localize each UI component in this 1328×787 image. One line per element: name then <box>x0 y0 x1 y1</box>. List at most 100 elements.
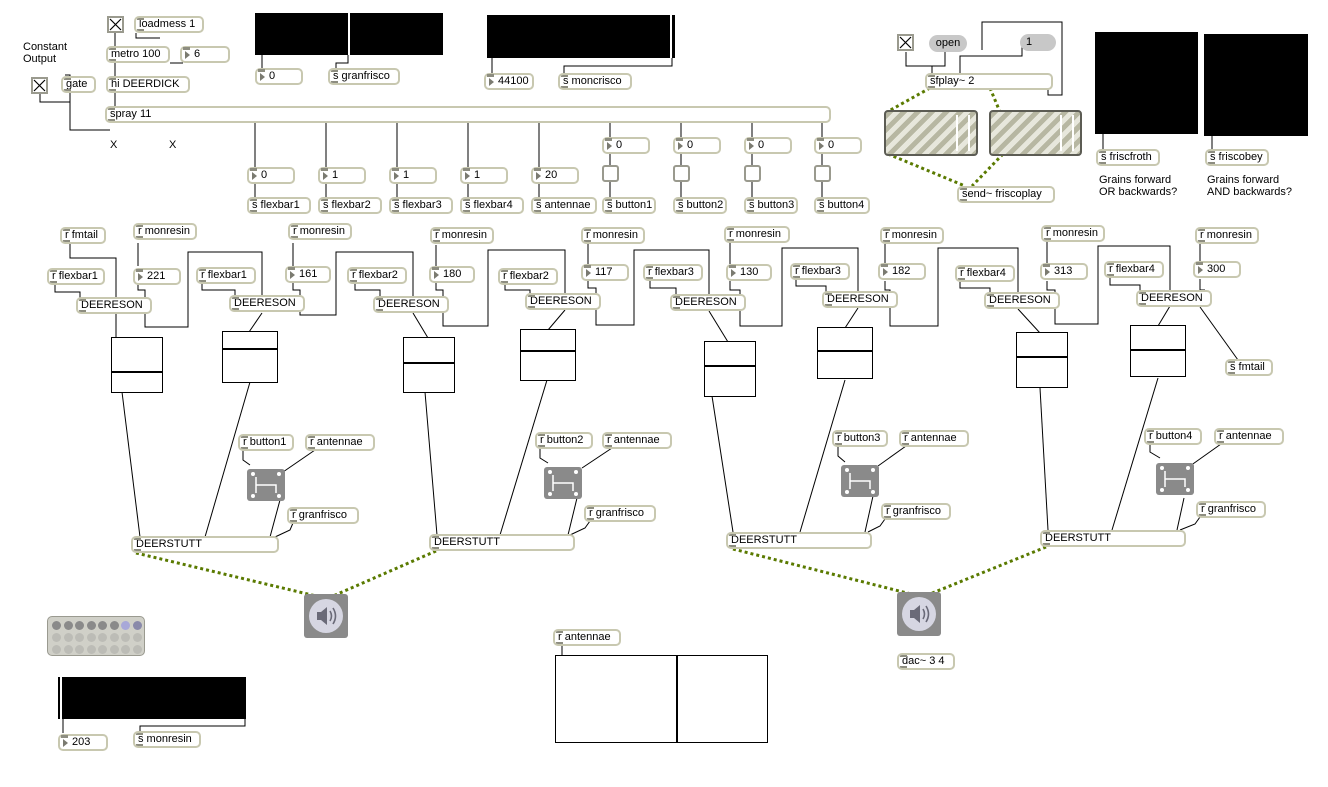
reson-range-8[interactable] <box>1130 325 1186 377</box>
flexbar1-number[interactable]: 0 <box>247 167 295 184</box>
send-button1[interactable]: s button1 <box>602 197 656 214</box>
reson-range-2[interactable] <box>222 331 278 383</box>
matrix-cell[interactable] <box>75 633 84 642</box>
send-antennae[interactable]: s antennae <box>531 197 597 214</box>
dac-right[interactable] <box>897 592 941 636</box>
recv-flexbar-8[interactable]: r flexbar4 <box>1104 261 1164 278</box>
deereson-6[interactable]: DEERESON <box>822 291 898 308</box>
recv-button1[interactable]: r button1 <box>238 434 294 451</box>
recv-antennae-bottom[interactable]: r antennae <box>553 629 621 646</box>
matrix-cell[interactable] <box>98 645 107 654</box>
reson-num-8[interactable]: 300 <box>1193 261 1241 278</box>
recv-flexbar-6[interactable]: r flexbar3 <box>790 263 850 280</box>
moncrisco-slider[interactable] <box>487 15 675 58</box>
sfplay-toggle[interactable] <box>897 34 914 51</box>
loadmess-toggle[interactable] <box>107 16 124 33</box>
matrix-cell[interactable] <box>109 645 119 654</box>
one-message[interactable]: 1 <box>1020 34 1056 51</box>
matrix-cell[interactable] <box>109 621 119 630</box>
matrix-cell[interactable] <box>132 621 142 630</box>
reson-num-3[interactable]: 180 <box>429 266 475 283</box>
dac-object[interactable]: dac~ 3 4 <box>897 653 955 670</box>
deereson-1[interactable]: DEERESON <box>76 297 152 314</box>
matrix-control[interactable] <box>47 616 145 656</box>
recv-antennae-3[interactable]: r antennae <box>899 430 969 447</box>
send-flexbar1[interactable]: s flexbar1 <box>247 197 311 214</box>
flexbar4-number[interactable]: 1 <box>460 167 508 184</box>
button1-number[interactable]: 0 <box>602 137 650 154</box>
send-button4[interactable]: s button4 <box>814 197 870 214</box>
recv-monresin-6[interactable]: r monresin <box>880 227 944 244</box>
matrix-cell[interactable] <box>121 645 130 654</box>
matrix-cell[interactable] <box>86 633 96 642</box>
send-button3[interactable]: s button3 <box>744 197 798 214</box>
monresin-slider[interactable] <box>58 677 246 719</box>
deerstutt-2[interactable]: DEERSTUTT <box>429 534 575 551</box>
recv-monresin-1[interactable]: r monresin <box>133 223 197 240</box>
gate-object[interactable]: gate <box>61 76 96 93</box>
flexbar3-number[interactable]: 1 <box>389 167 437 184</box>
send-button2[interactable]: s button2 <box>673 197 727 214</box>
reson-num-4[interactable]: 117 <box>581 264 629 281</box>
dac-left[interactable] <box>304 594 348 638</box>
matrix-cell[interactable] <box>132 633 142 642</box>
waveform-left[interactable] <box>884 110 978 156</box>
pgate-1[interactable] <box>247 469 285 501</box>
recv-monresin-2[interactable]: r monresin <box>288 223 352 240</box>
button2-number[interactable]: 0 <box>673 137 721 154</box>
matrix-cell[interactable] <box>121 621 130 630</box>
recv-fmtail[interactable]: r fmtail <box>60 227 106 244</box>
recv-antennae-2[interactable]: r antennae <box>602 432 672 449</box>
reson-num-5[interactable]: 130 <box>726 264 772 281</box>
reson-range-1[interactable] <box>111 337 163 393</box>
recv-monresin-7[interactable]: r monresin <box>1041 225 1105 242</box>
recv-granfrisco-4[interactable]: r granfrisco <box>1196 501 1266 518</box>
moncrisco-number[interactable]: 44100 <box>484 73 534 90</box>
recv-button2[interactable]: r button2 <box>535 432 593 449</box>
deerstutt-4[interactable]: DEERSTUTT <box>1040 530 1186 547</box>
matrix-cell[interactable] <box>98 621 107 630</box>
deereson-3[interactable]: DEERESON <box>373 296 449 313</box>
recv-granfrisco-1[interactable]: r granfrisco <box>287 507 359 524</box>
waveform-right[interactable] <box>989 110 1082 156</box>
recv-button4[interactable]: r button4 <box>1144 428 1202 445</box>
sfplay-object[interactable]: sfplay~ 2 <box>925 73 1053 90</box>
flexbar2-number[interactable]: 1 <box>318 167 366 184</box>
matrix-cell[interactable] <box>52 621 61 630</box>
send-flexbar3[interactable]: s flexbar3 <box>389 197 453 214</box>
reson-range-7[interactable] <box>1016 332 1068 388</box>
send-flexbar4[interactable]: s flexbar4 <box>460 197 524 214</box>
deereson-4[interactable]: DEERESON <box>525 293 601 310</box>
matrix-cell[interactable] <box>121 633 130 642</box>
recv-flexbar-4[interactable]: r flexbar2 <box>498 268 558 285</box>
antennae-number[interactable]: 20 <box>531 167 579 184</box>
matrix-cell[interactable] <box>109 633 119 642</box>
recv-monresin-4[interactable]: r monresin <box>581 227 645 244</box>
deereson-7[interactable]: DEERESON <box>984 292 1060 309</box>
recv-flexbar-2[interactable]: r flexbar1 <box>196 267 256 284</box>
matrix-cell[interactable] <box>86 621 96 630</box>
reson-range-4[interactable] <box>520 329 576 381</box>
send-flexbar2[interactable]: s flexbar2 <box>318 197 382 214</box>
send-friscfroth[interactable]: s friscfroth <box>1096 149 1160 166</box>
matrix-cell[interactable] <box>132 645 142 654</box>
recv-flexbar-5[interactable]: r flexbar3 <box>643 264 703 281</box>
reson-num-7[interactable]: 313 <box>1040 263 1088 280</box>
send-granfrisco[interactable]: s granfrisco <box>328 68 400 85</box>
loadmess-object[interactable]: loadmess 1 <box>134 16 204 33</box>
reson-num-1[interactable]: 221 <box>133 268 181 285</box>
button1-toggle-box[interactable] <box>602 165 619 182</box>
button3-number[interactable]: 0 <box>744 137 792 154</box>
reson-num-6[interactable]: 182 <box>878 263 926 280</box>
deereson-5[interactable]: DEERESON <box>670 294 746 311</box>
recv-monresin-8[interactable]: r monresin <box>1195 227 1259 244</box>
recv-flexbar-7[interactable]: r flexbar4 <box>955 265 1015 282</box>
metro-rate-number[interactable]: 6 <box>180 46 230 63</box>
recv-flexbar-3[interactable]: r flexbar2 <box>347 267 407 284</box>
matrix-cell[interactable] <box>63 633 73 642</box>
friscfroth-pad[interactable] <box>1095 32 1198 134</box>
reson-range-3[interactable] <box>403 337 455 393</box>
reson-range-6[interactable] <box>817 327 873 379</box>
pgate-2[interactable] <box>544 467 582 499</box>
recv-antennae-4[interactable]: r antennae <box>1214 428 1284 445</box>
